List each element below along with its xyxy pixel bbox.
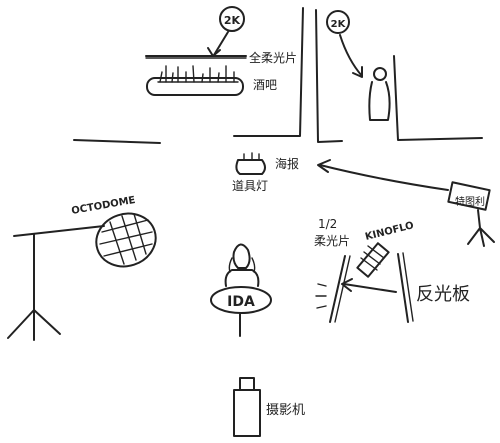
ida-label: IDA	[227, 294, 255, 310]
2k-left-label: 2K	[224, 14, 241, 27]
half-diff-label: 柔光片	[314, 234, 350, 248]
bar-counter	[146, 65, 244, 96]
tote-arrow	[317, 159, 449, 191]
kinoflo-light	[356, 242, 390, 278]
bar-label: 酒吧	[253, 78, 277, 92]
reflector-label: 反光板	[416, 284, 470, 305]
half-diff-fraction-label: 1/2	[318, 217, 337, 231]
tote-label: 特图利	[455, 196, 485, 208]
prop-lamp	[235, 152, 266, 175]
ida-marker: IDA	[210, 286, 272, 314]
half-diffusion-panel	[315, 255, 351, 323]
2k-light-right: 2K	[326, 10, 350, 34]
full-diffusion-panel	[145, 55, 247, 59]
full-diffusion-label: 全柔光片	[249, 50, 297, 65]
light-arrow-right	[339, 34, 363, 78]
tote-light	[447, 181, 495, 247]
prop-lamp-label: 道具灯	[232, 179, 268, 193]
kinoflo-label: KINOFLO	[364, 220, 415, 243]
kinoflo-arrow	[341, 278, 397, 293]
poster-label: 海报	[275, 156, 299, 171]
wall-center	[315, 9, 343, 143]
octodome-softbox	[95, 212, 157, 268]
reflector-panel	[397, 252, 414, 323]
camera-label: 摄影机	[266, 403, 305, 418]
2k-right-label: 2K	[331, 19, 347, 30]
wall-left	[73, 7, 304, 144]
ida-figure	[224, 243, 260, 337]
actor-silhouette	[368, 67, 391, 121]
2k-light-left: 2K	[219, 6, 245, 32]
light-arrow-left	[207, 31, 229, 57]
wall-right	[393, 55, 483, 141]
camera	[233, 377, 261, 437]
octodome-stand	[7, 225, 105, 341]
